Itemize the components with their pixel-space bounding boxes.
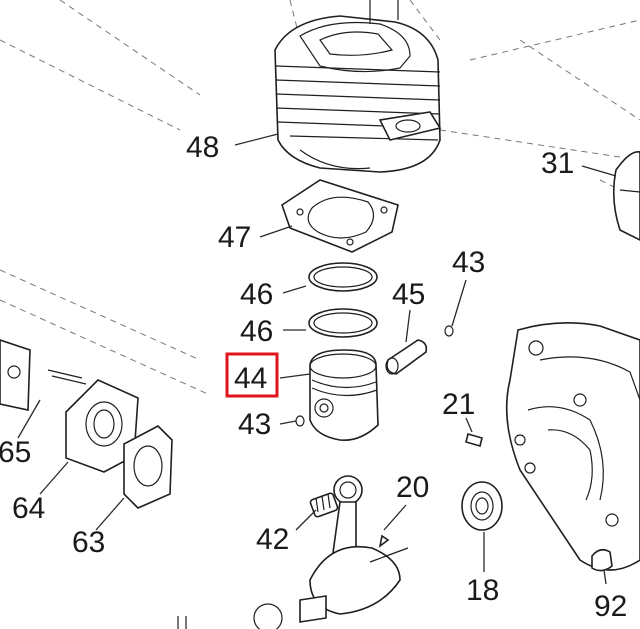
callout-42: 42 (256, 523, 289, 556)
callout-45: 45 (392, 278, 425, 311)
callout-92: 92 (594, 590, 627, 623)
callout-18: 18 (466, 574, 499, 607)
piston-pin-part (385, 339, 428, 375)
callout-64: 64 (12, 492, 45, 525)
plug-part (591, 548, 613, 572)
callout-48: 48 (186, 131, 219, 164)
callout-46-lower: 46 (240, 315, 273, 348)
callout-65: 65 (0, 436, 31, 469)
gasket-part (281, 179, 399, 253)
callout-63: 63 (72, 526, 105, 559)
callout-44: 44 (234, 362, 267, 395)
callout-44-highlight-box (225, 352, 279, 398)
crankshaft-part (177, 475, 409, 629)
cylinder-part (274, 0, 442, 173)
piston-part (309, 349, 379, 442)
callout-20: 20 (396, 471, 429, 504)
bearing-part (461, 481, 503, 531)
callout-47: 47 (218, 221, 251, 254)
pin-21-part (465, 433, 483, 447)
crankcase-part (505, 151, 640, 571)
callout-31: 31 (541, 147, 574, 180)
needle-bearing-part (309, 492, 339, 518)
piston-rings-part (308, 262, 378, 338)
intake-parts (0, 339, 173, 509)
leader-lines (17, 133, 617, 585)
callout-46-upper: 46 (240, 278, 273, 311)
callout-labels: 48 47 46 46 45 43 44 43 21 31 20 42 18 6… (0, 131, 627, 623)
callout-43-lower: 43 (238, 408, 271, 441)
callout-43-upper: 43 (452, 246, 485, 279)
callout-21: 21 (442, 388, 475, 421)
